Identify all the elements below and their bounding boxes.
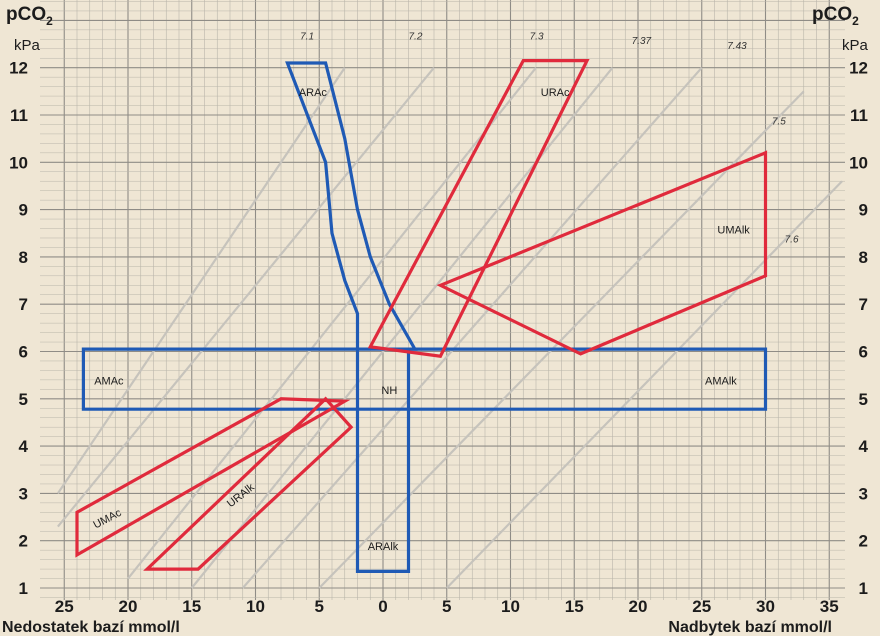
y-tick-label: 3 (19, 484, 28, 503)
region-label-urac: URAc (541, 87, 570, 99)
ph-isopleth-label: 7.3 (530, 31, 544, 42)
ph-isopleth-label: 7.43 (727, 41, 747, 52)
x-axis-label-left: Nedostatek bazí mmol/l (2, 619, 180, 636)
y-tick-label: 1 (19, 579, 28, 598)
region-urac (367, 58, 590, 358)
x-tick-label: 30 (756, 597, 775, 616)
y-tick-label: 6 (19, 343, 28, 362)
y-tick-label: 3 (859, 484, 868, 503)
region-umalk (436, 150, 768, 356)
ph-isopleth-label: 7.2 (409, 31, 423, 42)
ph-isopleth-label: 7.5 (772, 116, 786, 127)
region-label-aralk: ARAlk (368, 541, 399, 553)
x-tick-label: 5 (315, 597, 324, 616)
ph-isopleth-line (445, 180, 843, 589)
y-tick-label: 7 (19, 295, 28, 314)
y-tick-label: 6 (859, 343, 868, 362)
x-tick-label: 15 (565, 597, 584, 616)
region-label-nh: NH (381, 385, 397, 397)
region-label-amac: AMAc (94, 376, 124, 388)
y-tick-label: 11 (10, 106, 28, 125)
x-tick-label: 15 (182, 597, 201, 616)
ph-isopleth-line (241, 66, 703, 589)
ph-isopleth-line (57, 67, 435, 528)
region-umac (75, 397, 351, 558)
y-tick-label: 4 (859, 437, 869, 456)
y-tick-label: 9 (19, 201, 28, 220)
region-aralk (355, 407, 411, 574)
ph-isopleth-line (56, 67, 346, 495)
y-axis-unit-right: kPa (842, 37, 869, 54)
x-tick-label: 20 (119, 597, 138, 616)
x-tick-label: 0 (378, 597, 387, 616)
y-tick-label: 2 (19, 532, 28, 551)
y-tick-label: 11 (850, 106, 868, 125)
y-tick-label: 10 (849, 153, 868, 172)
ph-isopleth-label: 7.1 (300, 31, 314, 42)
x-tick-label: 10 (501, 597, 520, 616)
y-tick-label: 9 (859, 201, 868, 220)
x-tick-label: 25 (692, 597, 711, 616)
regions (75, 58, 768, 574)
y-tick-label: 12 (9, 59, 28, 78)
x-tick-label: 5 (442, 597, 451, 616)
ph-isopleth-line (127, 67, 537, 580)
region-label-amalk: AMAlk (705, 376, 737, 388)
y-tick-label: 10 (9, 153, 28, 172)
ph-isopleth-label: 7.37 (632, 36, 652, 47)
y-axis-unit-left: kPa (14, 37, 41, 54)
y-tick-label: 5 (859, 390, 868, 409)
ph-isopleth-line (318, 90, 805, 589)
ph-isopleth-label: 7.6 (785, 235, 799, 246)
y-tick-label: 7 (859, 295, 868, 314)
y-tick-label: 1 (859, 579, 868, 598)
x-tick-label: 25 (55, 597, 74, 616)
region-label-umalk: UMAlk (717, 224, 750, 236)
region-amalk (406, 347, 768, 411)
x-tick-label: 35 (820, 597, 839, 616)
y-tick-label: 2 (859, 532, 868, 551)
y-tick-label: 5 (19, 390, 28, 409)
region-label-arac: ARAc (299, 87, 328, 99)
x-tick-label: 10 (246, 597, 265, 616)
y-tick-label: 8 (19, 248, 28, 267)
region-uralk (143, 396, 354, 571)
y-tick-label: 4 (19, 437, 29, 456)
region-arac (285, 61, 418, 351)
y-axis-title-left: pCO2 (6, 4, 53, 28)
y-tick-label: 12 (849, 59, 868, 78)
x-axis-label-right: Nadbytek bazí mmol/l (668, 619, 832, 636)
x-tick-label: 20 (629, 597, 648, 616)
x-axis: 25 20 15 10 5 0 5 10 15 20 25 30 35 (55, 597, 839, 616)
y-tick-label: 8 (859, 248, 868, 267)
y-axis-title-right: pCO2 (812, 4, 859, 28)
